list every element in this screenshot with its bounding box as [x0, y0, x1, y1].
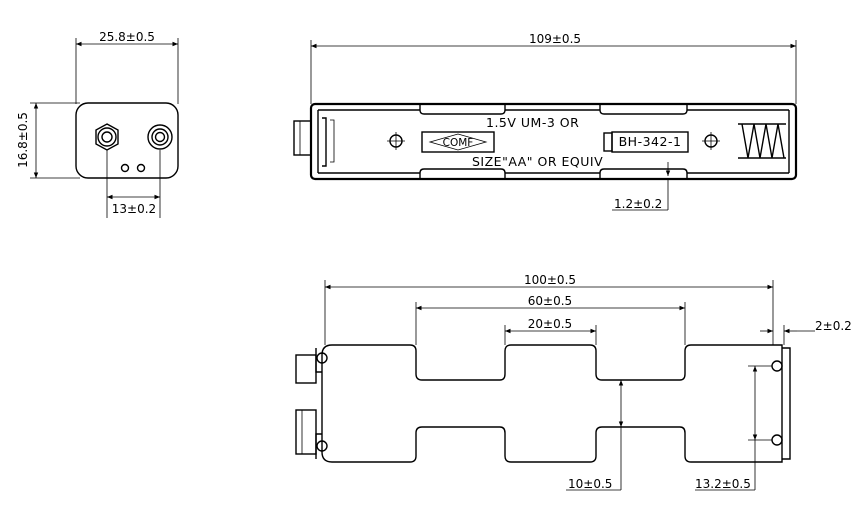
holder-bottom-edge: [332, 426, 773, 463]
right-rivet-top: [771, 360, 783, 372]
holder-left-end: [321, 344, 333, 463]
round-terminal-icon: [147, 124, 173, 150]
terminal-tab-left: [293, 120, 312, 156]
right-rivet-bottom: [771, 434, 783, 446]
end-height-dim: 16.8±0.5: [16, 112, 30, 168]
end-view: 25.8±0.5 16.8±0.5 13±0.2: [16, 30, 179, 218]
holder-top-edge: [332, 344, 773, 381]
logo-diamond: [428, 133, 488, 151]
terminal-tab-bottom: [295, 409, 317, 455]
holder-right-cap: [782, 347, 791, 460]
text-line1: 1.5V UM-3 OR: [486, 115, 579, 130]
left-rivet-top: [316, 352, 328, 364]
end-gap-dim: 2±0.2: [815, 319, 852, 333]
small-hole-left: [120, 163, 130, 173]
spring-icon: [741, 123, 785, 159]
logo-text: COMF: [443, 137, 474, 149]
end-width-dim: 25.8±0.5: [99, 30, 155, 44]
contact-plate-left-inner: [330, 119, 335, 163]
terminal-spacing-dim: 13±0.2: [112, 202, 156, 216]
bottom-view: 100±0.5 60±0.5 20±0.5 2±0.2: [295, 273, 852, 491]
notch-bottom-2: [599, 168, 688, 179]
notch-top-2: [599, 104, 688, 115]
tab-spacing-dim: 13.2±0.5: [695, 477, 751, 491]
hex-terminal-core: [101, 131, 113, 143]
left-rivet-bottom: [316, 440, 328, 452]
round-terminal-core: [154, 131, 166, 143]
top-view: 109±0.5 COMF: [293, 32, 798, 211]
inner-depth-dim: 10±0.5: [568, 477, 612, 491]
hex-terminal-ring: [97, 127, 117, 147]
part-number: BH-342-1: [619, 134, 682, 149]
part-number-box: [611, 131, 689, 153]
outer-pitch-dim: 60±0.5: [528, 294, 572, 308]
small-hole-right: [136, 163, 146, 173]
overall-dim: 100±0.5: [524, 273, 576, 287]
notch-bottom-1: [419, 168, 506, 179]
text-line2: SIZE"AA" OR EQUIV: [472, 154, 603, 169]
part-tab: [603, 132, 613, 152]
contact-plate-left: [322, 117, 327, 167]
logo-box: [421, 131, 495, 153]
round-terminal-ring: [151, 128, 169, 146]
notch-top-1: [419, 104, 506, 115]
wall-dim: 1.2±0.2: [614, 197, 662, 211]
end-view-body: [75, 102, 179, 179]
length-dim: 109±0.5: [529, 32, 581, 46]
holder-right-end: [773, 344, 783, 463]
terminal-tab-top: [295, 354, 317, 384]
center-gap-dim: 20±0.5: [528, 317, 572, 331]
